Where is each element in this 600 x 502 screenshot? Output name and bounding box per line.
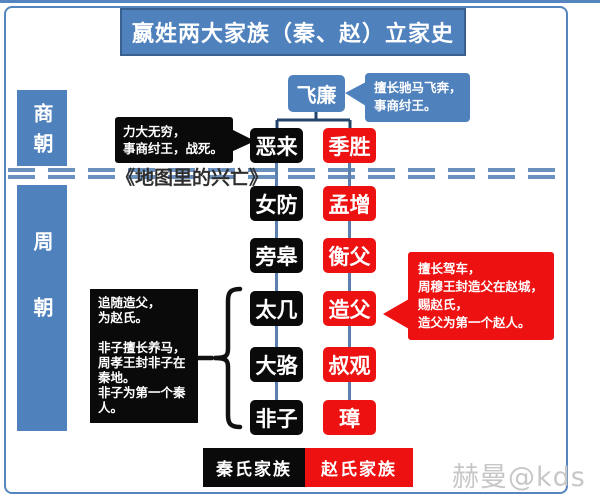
zhao-family-label: 赵氏家族 bbox=[305, 448, 413, 487]
callout-zaofu-line: 造父为第一个赵人。 bbox=[418, 315, 531, 330]
feilian-children-connector bbox=[275, 112, 352, 128]
page-title: 嬴姓两大家族（秦、赵）立家史 bbox=[120, 8, 466, 56]
top-edge-line bbox=[0, 0, 600, 3]
callout-elai-line: 事商纣王，战死。 bbox=[123, 141, 224, 156]
callout-feizi-line: 追随造父， bbox=[98, 295, 161, 310]
callout-feizi-line: 非子擅长养马， bbox=[98, 340, 186, 355]
callout-zaofu-line: 周穆王封造父在赵城， bbox=[418, 279, 544, 294]
callout-feizi-line: 非子为第一个秦 bbox=[98, 385, 186, 400]
callout-feilian-line: 擅长驰马飞奔， bbox=[374, 80, 462, 95]
corner-watermark: 赫曼@kds bbox=[452, 462, 586, 493]
callout-feilian: 擅长驰马飞奔， 事商纣王。 bbox=[365, 73, 470, 122]
node-zaofu: 造父 bbox=[323, 291, 376, 326]
callout-feizi-line: 周孝王封非子在 bbox=[98, 355, 186, 370]
node-panggao: 旁皋 bbox=[250, 238, 303, 273]
callout-feizi-line: 为赵氏。 bbox=[98, 310, 149, 325]
node-nvfang: 女防 bbox=[250, 186, 303, 221]
node-shuguan: 叔观 bbox=[323, 347, 376, 382]
callout-feizi: 追随造父， 为赵氏。 非子擅长养马， 周孝王封非子在 秦地。 非子为第一个秦 人… bbox=[90, 289, 198, 423]
node-mengzeng: 孟增 bbox=[323, 186, 376, 221]
dynasty-divider-line-top bbox=[8, 168, 566, 172]
feizi-brace bbox=[195, 286, 243, 430]
node-elai: 恶来 bbox=[250, 128, 303, 163]
outer-frame bbox=[4, 6, 568, 494]
feilian-callout-pointer bbox=[345, 82, 366, 106]
callout-elai: 力大无穷， 事商纣王，战死。 bbox=[115, 117, 233, 163]
callout-feizi-line: 秦地。 bbox=[98, 370, 136, 385]
node-daluo: 大骆 bbox=[250, 347, 303, 382]
qin-family-label: 秦氏家族 bbox=[203, 448, 305, 487]
callout-zaofu: 擅长驾车， 周穆王封造父在赵城， 赐赵氏， 造父为第一个赵人。 bbox=[408, 252, 554, 340]
callout-feilian-line: 事商纣王。 bbox=[374, 98, 437, 113]
callout-zaofu-line: 擅长驾车， bbox=[418, 261, 481, 276]
callout-elai-line: 力大无穷， bbox=[123, 124, 186, 139]
node-zhang: 璋 bbox=[323, 400, 376, 435]
center-watermark: 《地图里的兴亡》 bbox=[116, 167, 269, 189]
node-jisheng: 季胜 bbox=[323, 128, 376, 163]
zaofu-callout-pointer bbox=[383, 299, 409, 329]
dynasty-divider-line-bottom bbox=[8, 175, 566, 179]
callout-zaofu-line: 赐赵氏， bbox=[418, 297, 469, 312]
callout-feizi-line bbox=[98, 325, 190, 340]
node-feilian: 飞廉 bbox=[288, 75, 345, 112]
era-label-shang: 商朝 bbox=[17, 90, 67, 166]
elai-callout-pointer bbox=[231, 129, 255, 152]
node-feizi: 非子 bbox=[250, 400, 303, 435]
callout-feizi-line: 人。 bbox=[98, 400, 124, 415]
node-taiji: 太几 bbox=[250, 291, 303, 326]
node-hengfu: 衡父 bbox=[323, 238, 376, 273]
era-label-zhou: 周朝 bbox=[17, 185, 67, 431]
